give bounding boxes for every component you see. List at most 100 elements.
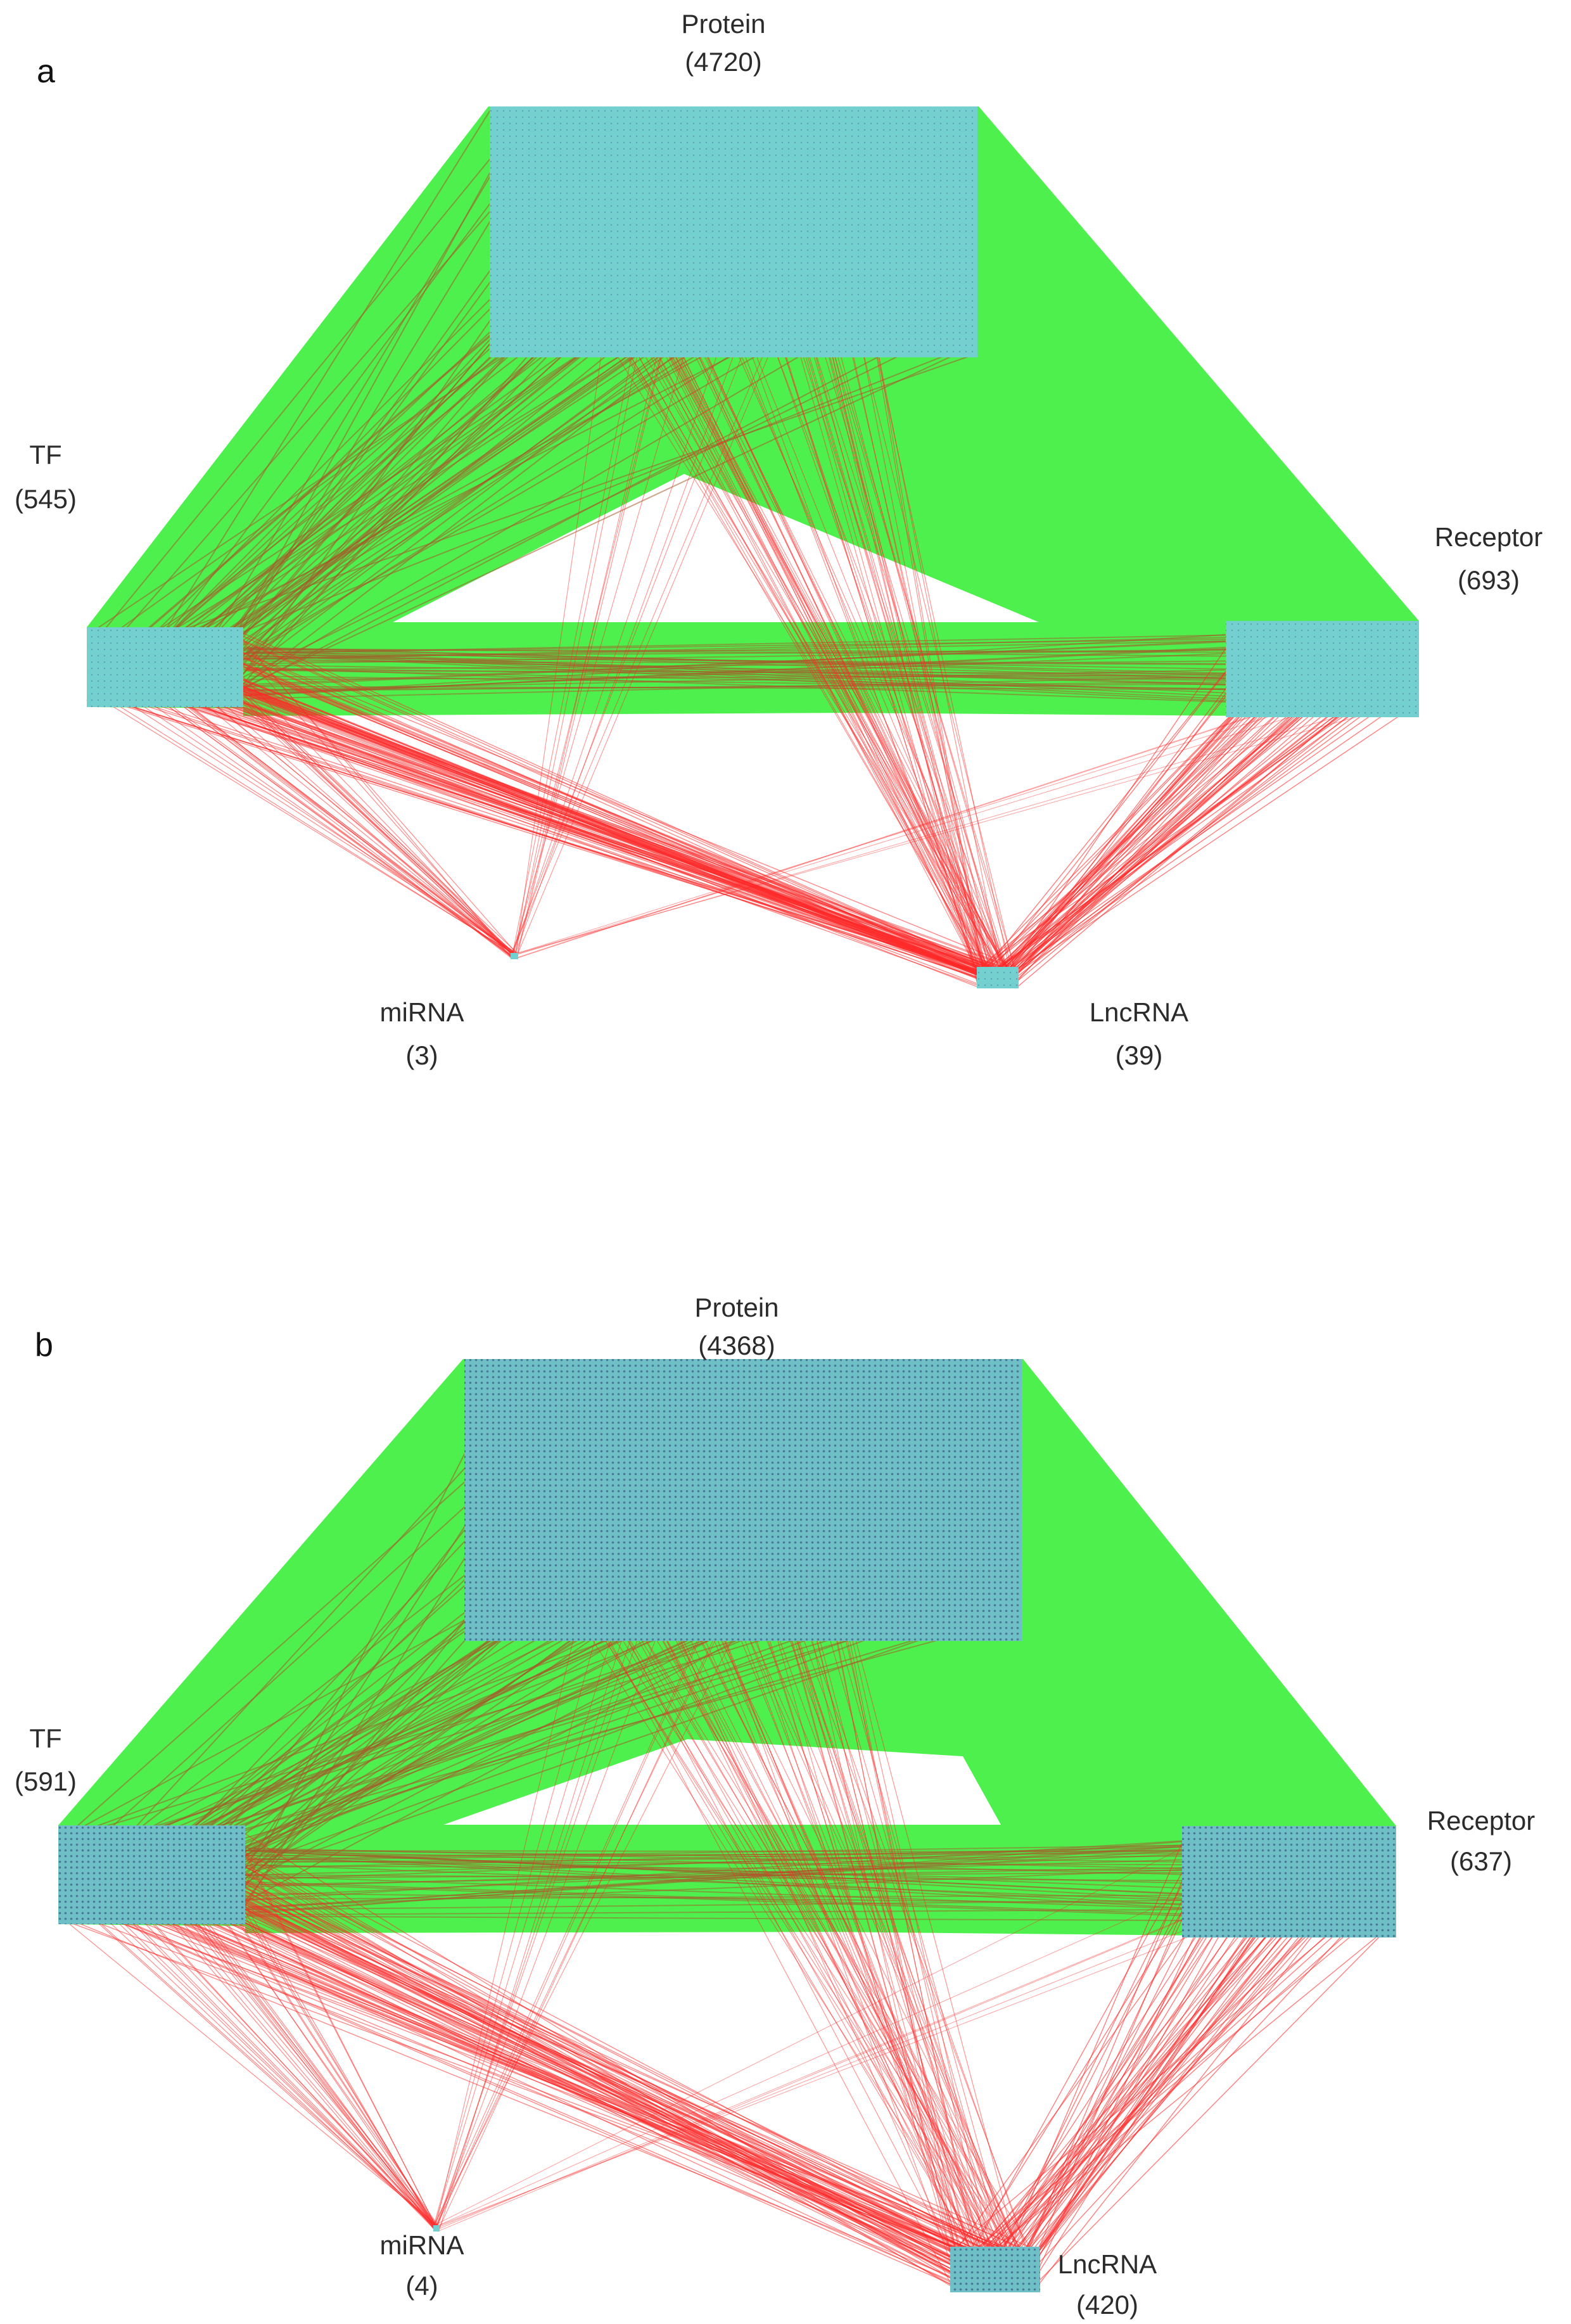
regulation-edge — [126, 675, 514, 957]
regulation-edge — [202, 635, 516, 959]
regulation-edge — [513, 715, 1363, 955]
interaction-edge — [208, 320, 703, 689]
regulation-edge — [100, 1887, 436, 2230]
regulation-edge — [696, 350, 1007, 973]
regulation-edge — [219, 1899, 982, 2285]
regulation-edge — [839, 1640, 1015, 2278]
regulation-edge — [435, 1879, 1280, 2231]
lncrna-node-block — [977, 967, 1019, 988]
interaction-edge — [200, 354, 903, 699]
regulation-edge — [514, 356, 638, 956]
regulation-edge — [153, 1868, 981, 2252]
interaction-edge — [251, 1893, 1186, 1905]
lncrna-count: (39) — [1116, 1040, 1163, 1070]
regulation-edge — [978, 670, 1226, 978]
regulation-edge — [591, 1638, 986, 2257]
mirna-count: (4) — [405, 2271, 438, 2301]
regulation-edge — [438, 1638, 623, 2230]
interaction-edge — [205, 168, 495, 650]
regulation-edge — [617, 356, 1010, 983]
regulation-edge — [808, 352, 988, 973]
regulation-edge — [951, 1936, 1378, 2284]
regulation-edge — [877, 355, 1014, 987]
regulation-edge — [876, 355, 985, 988]
regulation-edge — [118, 656, 512, 959]
regulation-edge — [1005, 696, 1380, 980]
regulation-edge — [433, 1638, 596, 2228]
regulation-edge — [207, 1891, 1011, 2288]
regulation-edge — [224, 1876, 1028, 2280]
regulation-edge — [434, 1638, 639, 2231]
regulation-edge — [228, 656, 993, 968]
regulation-edge — [206, 1874, 439, 2230]
regulation-edge — [433, 1640, 611, 2229]
interaction-edge — [250, 1851, 1187, 1889]
regulation-edge — [433, 1638, 699, 2227]
regulation-edge — [217, 628, 1015, 983]
lncrna-label: LncRNA — [1090, 997, 1188, 1027]
regulation-edge — [833, 350, 984, 968]
regulation-edge — [230, 685, 516, 959]
regulation-edge — [652, 355, 1017, 988]
regulation-edge — [992, 682, 1370, 985]
regulation-edge — [234, 686, 1000, 981]
regulation-edge — [722, 1633, 953, 2268]
regulation-edge — [1010, 1908, 1246, 2271]
regulation-edge — [434, 1640, 574, 2231]
regulation-edge — [238, 639, 999, 981]
panel-a: a Protein (4720) TF (545) Receptor (693)… — [15, 9, 1542, 1070]
interaction-edge — [246, 1915, 1186, 1922]
regulation-edge — [977, 677, 1334, 971]
panel-a-red-edges — [86, 344, 1418, 989]
regulation-edge — [651, 1631, 1031, 2247]
regulation-edge — [862, 352, 1014, 968]
regulation-edge — [800, 348, 1007, 983]
regulation-edge — [1002, 715, 1382, 980]
regulation-edge — [853, 355, 991, 976]
regulation-edge — [191, 1904, 979, 2292]
interaction-edge — [248, 681, 1228, 692]
mirna-count: (3) — [405, 1040, 438, 1070]
regulation-edge — [699, 1629, 994, 2266]
regulation-edge — [435, 1638, 657, 2230]
regulation-edge — [953, 1898, 1373, 2249]
interaction-edge — [148, 163, 520, 661]
regulation-edge — [835, 1629, 957, 2251]
interaction-edge — [246, 1849, 1184, 1909]
regulation-edge — [514, 352, 602, 957]
regulation-edge — [163, 1908, 435, 2228]
interaction-edge — [98, 125, 566, 660]
regulation-edge — [438, 1906, 1214, 2231]
interaction-edge — [219, 1610, 792, 1917]
edge-gap — [443, 1739, 1001, 1825]
tf-node-block — [58, 1825, 245, 1924]
regulation-edge — [774, 348, 1015, 988]
regulation-edge — [1034, 1901, 1273, 2278]
regulation-edge — [782, 350, 986, 969]
interaction-edge — [151, 338, 604, 635]
interaction-edge — [225, 333, 922, 699]
regulation-edge — [172, 697, 1013, 976]
regulation-edge — [664, 347, 1015, 983]
regulation-edge — [767, 1639, 967, 2270]
protein-node-block — [464, 1359, 1022, 1641]
regulation-edge — [1026, 1856, 1206, 2278]
regulation-edge — [231, 629, 518, 955]
mirna-node-block — [433, 2225, 440, 2231]
regulation-edge — [167, 674, 1004, 978]
regulation-edge — [117, 1829, 957, 2259]
regulation-edge — [1014, 1887, 1243, 2267]
protein-label: Protein — [681, 9, 765, 39]
receptor-node-block — [1182, 1826, 1396, 1938]
interaction-edge — [240, 1846, 1188, 1869]
regulation-edge — [124, 1865, 1010, 2285]
regulation-edge — [194, 1913, 435, 2229]
tf-count: (545) — [15, 484, 77, 514]
regulation-edge — [436, 1638, 701, 2227]
regulation-edge — [827, 1628, 1007, 2263]
regulation-edge — [65, 1880, 438, 2230]
regulation-edge — [140, 1838, 994, 2265]
interaction-edge — [248, 1848, 1183, 1870]
tf-label: TF — [29, 1723, 61, 1753]
